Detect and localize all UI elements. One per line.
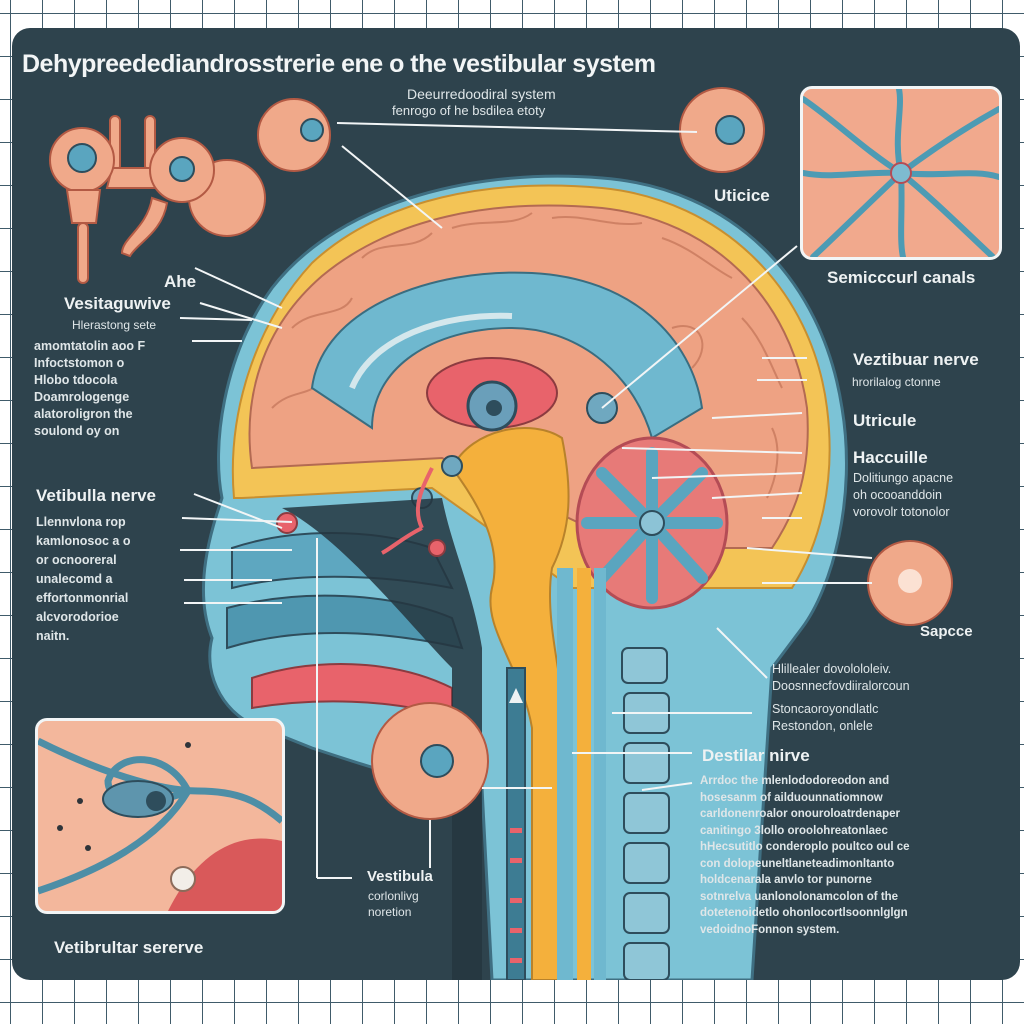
top-center-label-heading: Deeurredoodiral system bbox=[407, 86, 556, 102]
label-vestibular-nerve-right-sub: hrorilalog ctonne bbox=[852, 375, 941, 389]
left-mid-paragraph: Llennvlona rop kamlonosoc a o or ocnoore… bbox=[36, 515, 131, 643]
inner-ear-closeup-illustration bbox=[38, 737, 282, 911]
label-inset-caption: Vetibrultar sererve bbox=[54, 938, 204, 957]
label-utricle-top: Uticice bbox=[714, 186, 770, 205]
bottom-right-paragraph: Arrdoc the mlenlododoreodon and hosesanm… bbox=[700, 775, 910, 936]
label-vestibular-left-sub: Hlerastong sete bbox=[72, 318, 157, 332]
label-destilar-nerve: Destilar nirve bbox=[702, 746, 810, 765]
label-vestibula-sub1: corlonlivg bbox=[368, 889, 419, 903]
label-utricule: Utricule bbox=[853, 411, 917, 430]
top-center-label-sub: fenrogo of he bsdilea etoty bbox=[392, 103, 546, 118]
vestibular-nerve-inset bbox=[35, 718, 285, 914]
haccule-description: Dolitiungo apacne oh ocooanddoin vorovol… bbox=[853, 471, 954, 519]
head-cross-section-illustration bbox=[49, 87, 953, 980]
right-mid-description-b: Stoncaoroyondlatlc Restondon, onlele bbox=[772, 702, 879, 733]
label-vestibula-bottom: Vestibula bbox=[367, 868, 433, 885]
diagram-title: Dehypreededіandrosstrerie ene o the vest… bbox=[22, 50, 656, 78]
label-haccule: Haccuille bbox=[853, 448, 928, 467]
diagram-panel: Dehypreededіandrosstrerie ene o the vest… bbox=[12, 28, 1020, 980]
left-paragraph: amomtatolin aoo F Infoctstomon o Hlobo t… bbox=[34, 339, 146, 438]
label-vestibular-nerve-left: Vetibulla nerve bbox=[36, 486, 156, 505]
label-vestibula-sub2: noretion bbox=[368, 905, 412, 919]
right-mid-description-a: Hlillealer dovolololeiv. Doosnnecfovdiir… bbox=[772, 662, 910, 693]
label-ahe: Ahe bbox=[164, 272, 197, 291]
label-vestibular-nerve-right: Veztibuar nerve bbox=[853, 350, 979, 369]
label-sapcce: Sapcce bbox=[920, 623, 973, 640]
label-semicircular-canals: Semicccurl canals bbox=[827, 268, 976, 287]
semicircular-canals-inset bbox=[800, 86, 1002, 260]
radial-nerve-illustration bbox=[803, 89, 999, 257]
label-vestibular-left: Vesitaguwive bbox=[64, 294, 171, 313]
